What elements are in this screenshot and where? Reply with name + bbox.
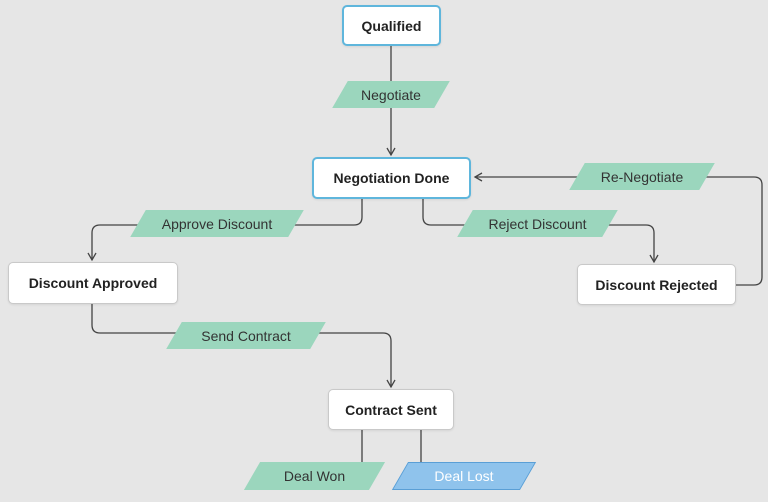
transition-label: Deal Won: [283, 468, 346, 484]
node-discount-rejected[interactable]: Discount Rejected: [577, 264, 736, 305]
transition-approve-discount[interactable]: Approve Discount: [130, 210, 304, 237]
transition-send-contract[interactable]: Send Contract: [166, 322, 326, 349]
transition-re-negotiate[interactable]: Re-Negotiate: [569, 163, 715, 190]
transition-label: Send Contract: [201, 327, 291, 344]
node-label: Negotiation Done: [333, 170, 450, 186]
transition-label: Deal Lost: [434, 468, 494, 484]
node-qualified[interactable]: Qualified: [342, 5, 441, 46]
transition-deal-lost[interactable]: Deal Lost: [391, 462, 537, 490]
node-discount-approved[interactable]: Discount Approved: [8, 262, 178, 304]
node-label: Contract Sent: [345, 401, 437, 418]
edge-rejected-to-negotiation: [473, 172, 763, 286]
transition-label: Reject Discount: [488, 215, 587, 232]
node-label: Qualified: [361, 17, 422, 34]
transition-label: Approve Discount: [161, 215, 273, 232]
node-label: Discount Rejected: [595, 276, 718, 293]
node-label: Discount Approved: [28, 275, 158, 291]
node-negotiation-done[interactable]: Negotiation Done: [312, 157, 471, 199]
transition-deal-won[interactable]: Deal Won: [243, 462, 386, 490]
transition-label: Re-Negotiate: [600, 168, 684, 185]
transition-label: Negotiate: [361, 86, 421, 103]
transition-negotiate[interactable]: Negotiate: [332, 81, 450, 108]
node-contract-sent[interactable]: Contract Sent: [328, 389, 454, 430]
transition-reject-discount[interactable]: Reject Discount: [457, 210, 618, 237]
